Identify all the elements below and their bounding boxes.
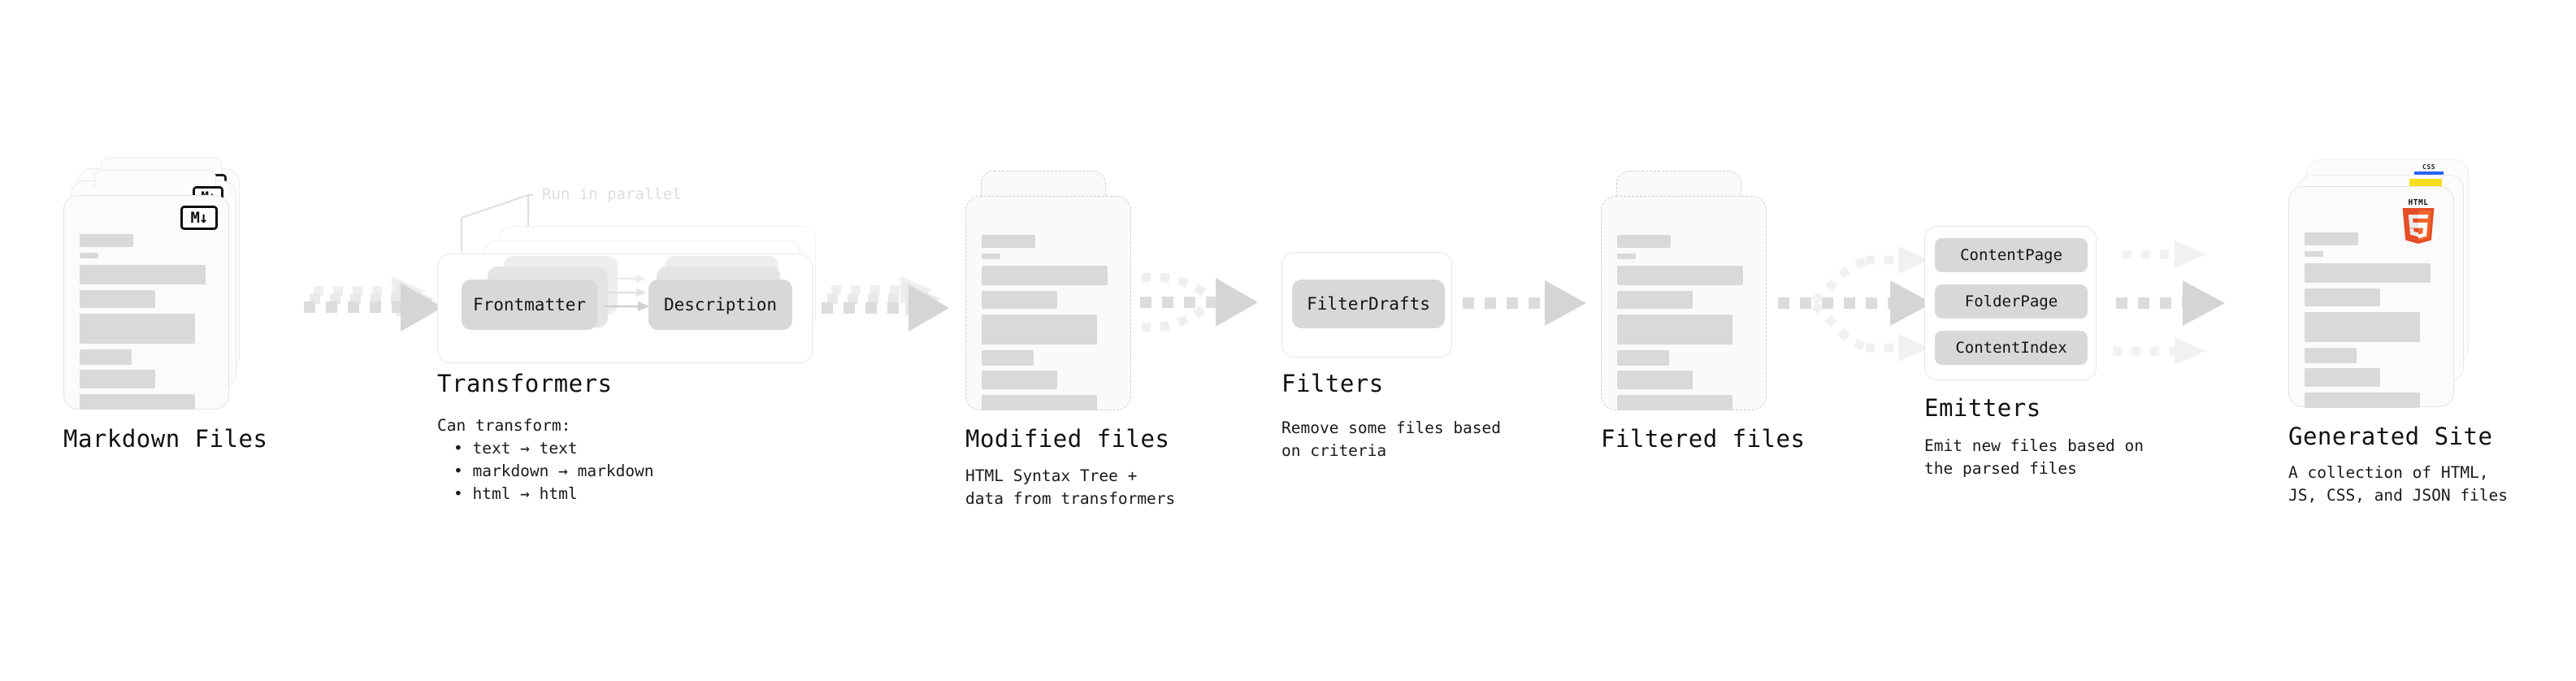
stage-modified-files: Modified files HTML Syntax Tree + data f… — [935, 0, 1260, 681]
transform-bullet-0: • text → text — [453, 439, 578, 458]
skeleton-line — [2305, 288, 2380, 306]
stage-transformers: Run in parallel Frontmatter Description — [437, 0, 845, 681]
stage-title-emitters: Emitters — [1924, 394, 2041, 422]
modified-card-front — [965, 196, 1131, 410]
skeleton-line — [1617, 291, 1693, 309]
skeleton-line — [80, 290, 155, 308]
skeleton-line — [2305, 393, 2420, 408]
chip-filterdrafts[interactable]: FilterDrafts — [1292, 280, 1445, 328]
css-badge-label: CSS — [2422, 163, 2435, 171]
markdown-card-front: M↓ — [63, 195, 229, 410]
transformer-inner-arrows — [604, 275, 649, 311]
stage-desc-generated-site: A collection of HTML, JS, CSS, and JSON … — [2288, 463, 2509, 505]
stage-markdown-files: M↓ M↓ M↓ Markdown Files — [0, 0, 325, 681]
card-tab — [94, 170, 216, 188]
chip-description[interactable]: Description — [648, 280, 792, 330]
skeleton-line — [2305, 348, 2357, 363]
skeleton-line — [80, 265, 206, 284]
chip-frontmatter[interactable]: Frontmatter — [462, 280, 597, 330]
skeleton-line — [982, 350, 1034, 366]
html5-label: HTML — [2408, 198, 2429, 207]
skeleton-line — [2305, 232, 2358, 245]
skeleton-line — [982, 371, 1057, 389]
skeleton-line — [80, 234, 133, 247]
skeleton-line — [982, 314, 1097, 345]
stage-desc-filters: Remove some files based on criteria — [1281, 419, 1502, 460]
skeleton-line — [1617, 266, 1743, 285]
skeleton-line — [2305, 263, 2431, 283]
chip-contentindex[interactable]: ContentIndex — [1935, 331, 2088, 365]
skeleton-line — [80, 394, 195, 410]
transform-bullet-2: • html → html — [453, 484, 578, 503]
css-badge: CSS — [2414, 163, 2444, 176]
chip-contentpage[interactable]: ContentPage — [1935, 238, 2088, 272]
skeleton-line — [80, 370, 155, 388]
skeleton-line — [982, 266, 1108, 285]
stage-title-transformers: Transformers — [437, 370, 613, 397]
stage-filtered-files: Filtered files — [1568, 0, 1893, 681]
skeleton-line — [2305, 368, 2380, 387]
stage-title-filters: Filters — [1281, 370, 1384, 397]
stage-title-generated-site: Generated Site — [2288, 423, 2493, 450]
skeleton-line — [1617, 395, 1733, 410]
stage-filters: FilterDrafts Filters Remove some files b… — [1251, 0, 1576, 681]
transform-bullet-1: • markdown → markdown — [453, 462, 654, 480]
html5-shield-icon — [2402, 208, 2435, 244]
skeleton-line — [80, 349, 132, 365]
skeleton-line — [982, 291, 1057, 309]
stage-desc-emitters: Emit new files based on the parsed files — [1924, 436, 2144, 478]
css-badge-bar — [2414, 171, 2444, 175]
skeleton-line — [1617, 254, 1636, 259]
skeleton-line — [2305, 251, 2323, 257]
skeleton-line — [1617, 371, 1693, 389]
site-card-front: HTML — [2288, 186, 2454, 408]
skeleton-line — [982, 395, 1097, 410]
stage-emitters: ContentPage FolderPage ContentIndex Emit… — [1861, 0, 2202, 681]
skeleton-line — [1617, 235, 1671, 248]
skeleton-line — [1617, 314, 1733, 345]
stage-desc-modified-files: HTML Syntax Tree + data from transformer… — [965, 466, 1176, 508]
skeleton-line — [982, 235, 1035, 248]
stage-title-modified-files: Modified files — [965, 425, 1170, 453]
skeleton-line — [80, 253, 98, 258]
run-in-parallel-bracket — [460, 193, 533, 252]
skeleton-line — [2305, 312, 2420, 342]
skeleton-line — [1617, 350, 1669, 366]
skeleton-line — [982, 254, 1000, 259]
filtered-card-front — [1601, 196, 1767, 410]
run-in-parallel-label: Run in parallel — [542, 185, 682, 203]
chip-folderpage[interactable]: FolderPage — [1935, 284, 2088, 319]
stage-title-markdown-files: Markdown Files — [63, 425, 268, 453]
markdown-badge: M↓ — [180, 206, 218, 230]
stage-desc-transformers: Can transform: — [437, 416, 571, 435]
stage-title-filtered-files: Filtered files — [1601, 425, 1806, 453]
skeleton-line — [80, 314, 195, 344]
stage-generated-site: CSS HTML — [2227, 0, 2576, 681]
html5-icon: HTML — [2400, 198, 2437, 244]
